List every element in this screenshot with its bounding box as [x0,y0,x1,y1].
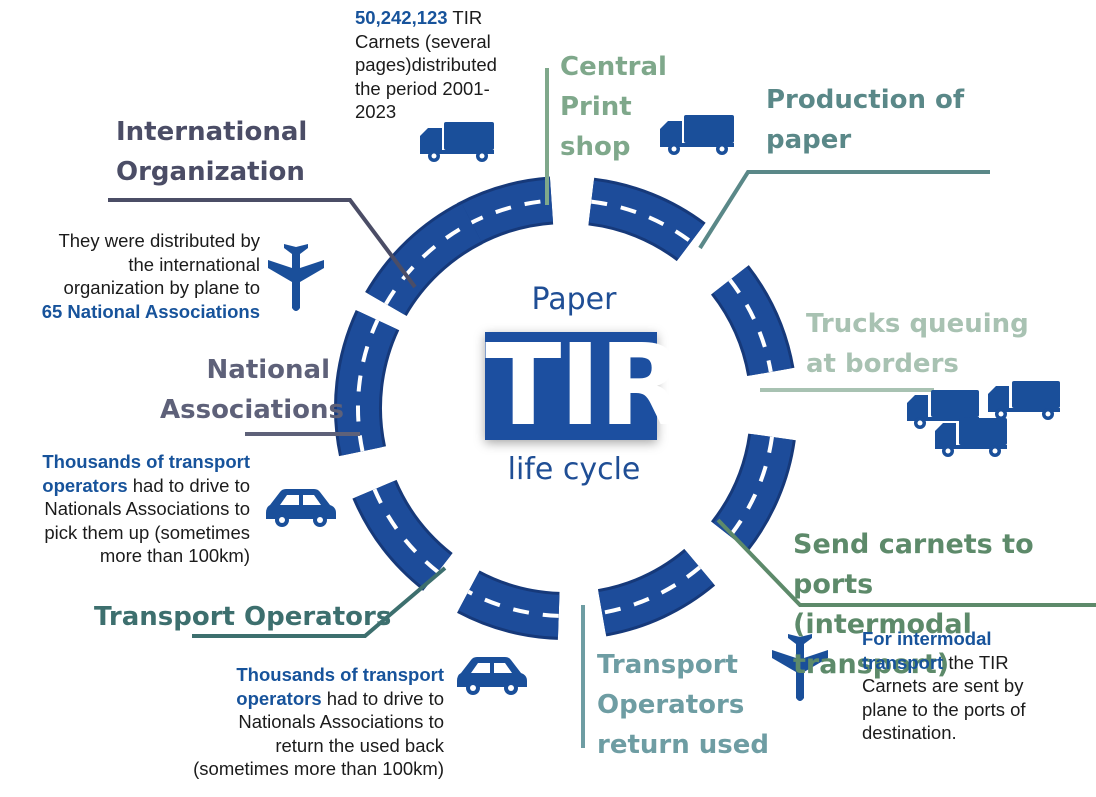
stage-line: Send carnets to ports [793,529,1034,600]
stage-production-of-paper: Production of paper [766,80,964,160]
car-icon [457,657,527,695]
note-text: had to drive to [127,474,250,496]
carnet-count: 50,242,123 [355,7,448,28]
note-line: the international [128,253,260,275]
note-intermodal: For intermodal transport the TIR Carnets… [862,627,1026,745]
note-line: Nationals Associations to [238,711,444,732]
note-line: Nationals Associations to [44,498,250,519]
stage-line: return used [597,730,770,760]
stage-line: at borders [806,349,959,379]
note-text: transport [862,651,944,673]
stage-line: Transport [597,650,738,680]
stage-line: Operators [597,690,745,720]
note-text: operators [236,687,322,709]
note-carnets-distributed: 50,242,123 TIR Carnets (several pages)di… [355,6,497,124]
connector-transport-operators [192,566,447,638]
road-lane-marking [467,198,552,227]
stage-trucks-queuing: Trucks queuing at borders [806,304,1029,384]
road-lane-marking [591,199,693,244]
note-line: 50,242,123 TIR [355,6,497,30]
note-line: organization by plane to [63,277,260,298]
road-lane-marking [372,488,440,574]
tir-title-box: TIR [485,322,685,450]
stage-transport-operators: Transport Operators [94,602,392,632]
road-segment [458,179,554,244]
note-line: operators had to drive to [150,687,444,711]
note-line: 65 National Associations [41,300,260,322]
trucks-queue-icon [907,381,1060,457]
note-plane-distribution: They were distributed by the internation… [20,229,260,323]
plane-icon [268,244,324,311]
icons-layer [266,115,1060,701]
stage-international-organization: International Organization [116,112,307,192]
note-return: Thousands of transport operators had to … [150,663,444,781]
stage-line: paper [766,125,852,155]
road-lane-marking [728,278,773,373]
stage-transport-operators-return: Transport Operators return used [597,645,769,765]
note-line: They were distributed by [58,230,260,251]
stage-national-associations: National Associations [160,350,344,430]
stage-send-carnets: Send carnets to ports (intermodal transp… [793,525,1096,685]
note-pickup: Thousands of transport operators had to … [10,450,250,568]
stage-line: International [116,117,308,147]
car-icon [266,489,336,527]
note-line: Carnets are sent by [862,675,1024,696]
connector-lines [108,68,1096,748]
stage-line: Trucks queuing [806,309,1029,339]
road-segment [458,572,560,637]
note-line: the period 2001- [355,77,490,99]
stage-line: Central [560,52,667,82]
note-line: 2023 [355,101,397,122]
stage-line: shop [560,132,631,162]
tir-title: TIR [485,321,685,451]
note-line: Thousands of transport [236,664,444,685]
note-text: TIR [447,7,483,28]
road-lane-marking [728,436,774,538]
note-text: operators [42,474,128,496]
truck-icon [420,122,494,162]
note-line: (sometimes more than 100km) [193,758,444,779]
road-lane-marking [467,589,559,618]
note-line: more than 100km) [99,545,250,566]
note-line: pages)distributed [355,54,497,75]
note-text: the TIR [943,651,1009,673]
connector-production [698,170,990,250]
stage-central-print-shop: Central Print shop [560,47,667,167]
stage-line: National [206,355,330,385]
road-lane-marking [601,565,701,615]
note-line: pick them up (sometimes [44,521,250,543]
truck-icon [660,115,734,155]
center-title-bottom: life cycle [507,452,641,487]
stage-line: (intermodal transport) [793,609,972,680]
note-line: operators had to drive to [10,474,250,498]
plane-icon [772,634,828,701]
note-line: Thousands of transport [42,451,250,472]
ring-road [333,176,796,640]
stage-line: Associations [160,395,344,425]
stage-line: Organization [116,157,305,187]
connector-international [108,198,417,289]
note-line: transport the TIR [862,651,1026,675]
note-line: For intermodal [862,628,992,649]
stage-line: Print [560,92,632,122]
note-text: had to drive to [321,687,444,709]
note-line: plane to the ports of [862,698,1026,720]
note-line: return the used back [275,734,444,756]
center-title-top: Paper [531,282,617,317]
note-line: Carnets (several [355,30,491,52]
note-line: destination. [862,722,957,743]
road-segment [588,180,704,259]
road-lane-marking [384,220,473,306]
stage-line: Production of [766,85,965,115]
connector-send [716,518,1096,607]
road-lane-marking [355,319,380,452]
